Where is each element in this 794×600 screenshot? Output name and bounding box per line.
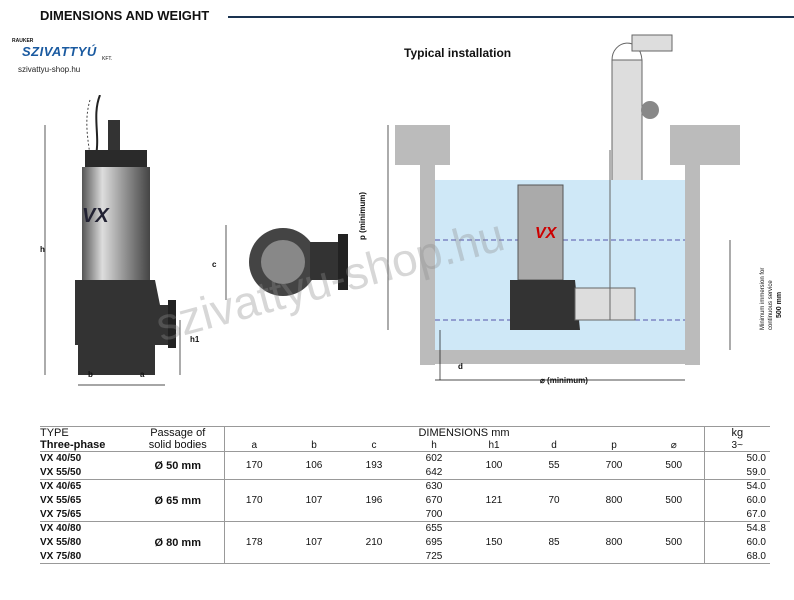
value-c: 196 — [365, 495, 383, 506]
spec-table: TYPE Passage of DIMENSIONS mm kg Three-p… — [40, 426, 770, 564]
install-pump-brand: VX — [535, 225, 557, 242]
value-kg: 68.0 — [703, 549, 770, 564]
value-h: 642 — [425, 466, 443, 478]
model-name: VX 40/50 — [40, 453, 82, 465]
immersion-note-1: Minimum immersion for — [760, 267, 766, 330]
value-dia: 500 — [665, 537, 683, 548]
kg-header: kg — [703, 426, 770, 439]
passage-value: Ø 65 mm — [154, 494, 201, 507]
value-h: 695 — [425, 537, 443, 548]
model-name: VX 55/50 — [40, 466, 82, 478]
model-name: VX 55/80 — [40, 537, 82, 548]
immersion-note-2: continuous service — [768, 280, 774, 330]
passage-value: Ø 80 mm — [154, 536, 201, 549]
value-b: 106 — [305, 460, 323, 471]
col-c: c — [371, 439, 377, 451]
value-p: 800 — [605, 537, 623, 548]
dim-c-label: c — [212, 260, 217, 269]
pump-top-drawing — [225, 225, 348, 300]
passage-value: Ø 50 mm — [154, 459, 201, 472]
pump-side-drawing — [44, 95, 181, 386]
passage-header-2: solid bodies — [148, 439, 207, 451]
logo-url: szivattyu-shop.hu — [18, 65, 81, 74]
value-h: 602 — [425, 453, 443, 465]
section-title: DIMENSIONS AND WEIGHT — [40, 8, 210, 23]
col-h: h — [431, 439, 437, 451]
model-name: VX 75/80 — [40, 550, 82, 562]
value-h: 670 — [425, 495, 443, 506]
value-d: 85 — [548, 537, 560, 548]
col-dia: ⌀ — [670, 439, 677, 451]
dim-h1-label: h1 — [190, 335, 200, 344]
value-b: 107 — [305, 495, 323, 506]
immersion-note-3: 500 mm — [776, 291, 783, 318]
dim-d-label: d — [458, 362, 463, 371]
type-header: TYPE — [40, 427, 69, 439]
value-kg: 54.8 — [703, 521, 770, 536]
value-kg: 59.0 — [703, 465, 770, 480]
value-d: 70 — [548, 495, 560, 506]
value-h: 700 — [425, 508, 443, 520]
dim-a-label: a — [140, 370, 145, 379]
value-h1: 150 — [485, 537, 503, 548]
value-kg: 50.0 — [703, 451, 770, 466]
dimensions-header: DIMENSIONS mm — [223, 426, 704, 439]
value-dia: 500 — [665, 495, 683, 506]
value-h1: 100 — [485, 460, 503, 471]
col-b: b — [311, 439, 317, 451]
model-name: VX 55/65 — [40, 495, 82, 506]
value-dia: 500 — [665, 460, 683, 471]
logo-sub-text: KFT. — [102, 56, 113, 62]
header-rule — [228, 16, 794, 18]
installation-drawing — [387, 34, 740, 381]
dim-p-label: p (minimum) — [358, 192, 367, 240]
value-p: 800 — [605, 495, 623, 506]
value-a: 170 — [223, 479, 284, 522]
value-h1: 121 — [485, 495, 503, 506]
logo-top-text: RAUKER — [12, 38, 34, 44]
value-h: 630 — [425, 481, 443, 493]
value-a: 178 — [223, 521, 284, 564]
model-name: VX 75/65 — [40, 508, 82, 520]
value-b: 107 — [305, 537, 323, 548]
passage-header-1: Passage of — [150, 427, 206, 439]
phase-header: Three-phase — [40, 439, 106, 451]
logo-brand: SZIVATTYÚ — [22, 44, 97, 59]
value-c: 193 — [365, 460, 383, 471]
installation-title: Typical installation — [404, 46, 512, 60]
value-kg: 60.0 — [703, 535, 770, 550]
model-name: VX 40/65 — [40, 481, 82, 493]
value-kg: 67.0 — [703, 507, 770, 522]
value-h: 725 — [425, 550, 443, 562]
dim-b-label: b — [88, 370, 93, 379]
value-c: 210 — [365, 537, 383, 548]
pump-brand-label: VX — [82, 205, 109, 227]
value-d: 55 — [548, 460, 560, 471]
model-name: VX 40/80 — [40, 523, 82, 535]
col-p: p — [611, 439, 617, 451]
dim-h-label: h — [40, 245, 45, 254]
dim-min-width-label: ⌀ (minimum) — [540, 376, 588, 385]
value-kg: 60.0 — [703, 493, 770, 508]
value-h: 655 — [425, 523, 443, 535]
value-a: 170 — [223, 451, 284, 480]
col-a: a — [223, 439, 284, 452]
value-kg: 54.0 — [703, 479, 770, 494]
col-d: d — [551, 439, 557, 451]
col-h1: h1 — [488, 439, 500, 451]
kg-sub: 3~ — [703, 439, 770, 452]
value-p: 700 — [605, 460, 623, 471]
